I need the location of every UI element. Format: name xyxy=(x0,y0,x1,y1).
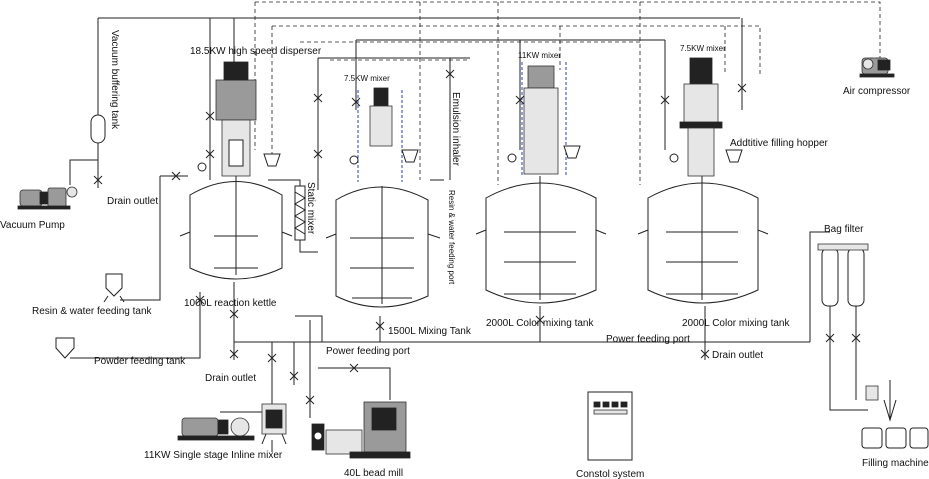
color-mixing-tank-a xyxy=(475,62,607,304)
solid-pipes xyxy=(69,17,868,452)
inline-mixer xyxy=(177,403,287,445)
resin-water-feeding-tank xyxy=(103,273,125,303)
filling-machine-label: Filling machine xyxy=(862,458,929,469)
bag-filter-label: Bag filter xyxy=(824,224,864,235)
dashed-air-lines xyxy=(254,1,881,185)
bead-mill xyxy=(311,401,411,459)
drain-outlet-bottom-label: Drain outlet xyxy=(205,373,256,384)
air-compressor-icon xyxy=(859,57,895,78)
color-mixing-tank-b xyxy=(637,57,769,304)
powder-feeding-tank-label: Powder feeding tank xyxy=(94,356,186,367)
color-mixing-tank-b-label: 2000L Color mixing tank xyxy=(682,318,790,329)
emulsion-inhaler-label: Emulsion inhaler xyxy=(450,92,461,167)
mixing-tank-1500-label: 1500L Mixing Tank xyxy=(388,326,472,337)
disperser-label: 18.5KW high speed disperser xyxy=(190,46,322,57)
valve-icons xyxy=(93,69,861,405)
additive-hopper-label: Addtitive filling hopper xyxy=(730,138,829,149)
bead-mill-label: 40L bead mill xyxy=(344,468,403,479)
vacuum-buffering-tank xyxy=(90,114,106,144)
resin-water-feeding-port-label: Resin & water feeding port xyxy=(447,190,456,285)
control-system-label: Constol system xyxy=(576,469,644,479)
filling-machine xyxy=(861,380,929,449)
mixer-7-5-b-label: 7.5KW mixer xyxy=(680,44,726,53)
air-compressor-label: Air compressor xyxy=(843,86,911,97)
control-system xyxy=(587,391,633,461)
static-mixer xyxy=(294,185,306,241)
reaction-kettle xyxy=(179,61,293,280)
vacuum-pump-label: Vacuum Pump xyxy=(0,220,65,231)
powder-feeding-tank xyxy=(55,337,75,359)
resin-water-feeding-tank-label: Resin & water feeding tank xyxy=(32,306,153,317)
mixing-tank-1500 xyxy=(325,87,441,308)
mixer-7-5-a-label: 7.5KW mixer xyxy=(344,74,390,83)
color-mixing-tank-a-label: 2000L Color mixing tank xyxy=(486,318,594,329)
power-feeding-port-right-label: Power feeding port xyxy=(606,334,690,345)
drain-outlet-left-label: Drain outlet xyxy=(107,196,158,207)
drain-outlet-right-label: Drain outlet xyxy=(712,350,763,361)
vacuum-buffering-tank-label: Vacuum buffering tank xyxy=(109,30,120,130)
vacuum-pump-icon xyxy=(17,186,78,210)
static-mixer-label: Static mixer xyxy=(305,182,316,235)
mixer-11-label: 11KW mixer xyxy=(518,51,561,60)
reaction-kettle-label: 1000L reaction kettle xyxy=(184,298,277,309)
power-feeding-port-left-label: Power feeding port xyxy=(326,346,410,357)
inline-mixer-label: 11KW Single stage Inline mixer xyxy=(144,450,283,461)
bag-filter xyxy=(817,243,869,307)
